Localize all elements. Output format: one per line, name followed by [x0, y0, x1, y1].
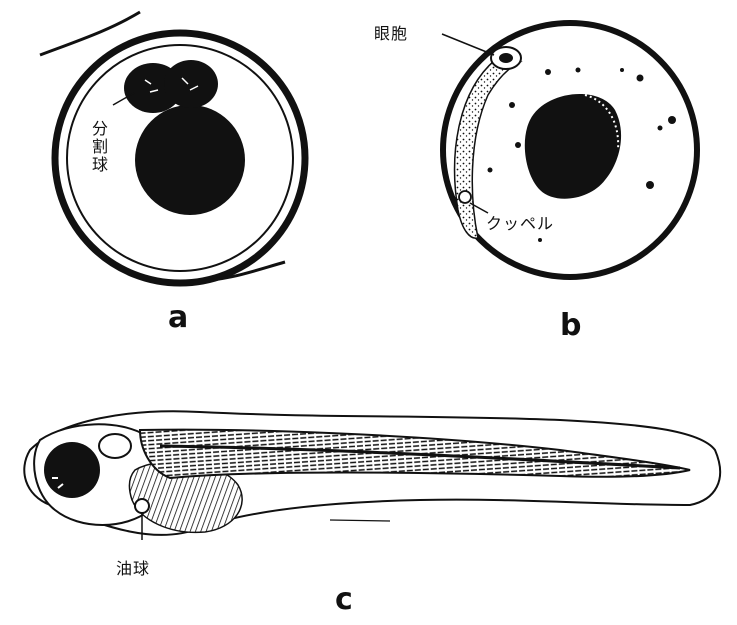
- kupffer-vesicle: [459, 191, 471, 203]
- panel-b-letter: b: [560, 308, 581, 343]
- panel-a-egg: [40, 12, 305, 283]
- optic-vesicle-inner: [499, 53, 513, 63]
- panel-a-letter: a: [168, 300, 188, 335]
- ventral-fin-mark: [330, 520, 390, 521]
- blastomere-right: [164, 60, 218, 108]
- panel-b-egg: [442, 23, 697, 277]
- otic-vesicle: [99, 434, 131, 458]
- yolk-a: [135, 105, 245, 215]
- oil-globule-label: 油球: [116, 555, 150, 579]
- panel-c-letter: c: [335, 582, 353, 617]
- panel-c-larva: [24, 411, 720, 540]
- blastomere-label: 分割球: [90, 120, 106, 174]
- optic-vesicle-pointer: [442, 34, 494, 55]
- kupffer-label: クッペル: [486, 210, 554, 234]
- larva-eye: [44, 442, 100, 498]
- oil-globule: [135, 499, 149, 513]
- optic-vesicle-label: 眼胞: [374, 20, 408, 44]
